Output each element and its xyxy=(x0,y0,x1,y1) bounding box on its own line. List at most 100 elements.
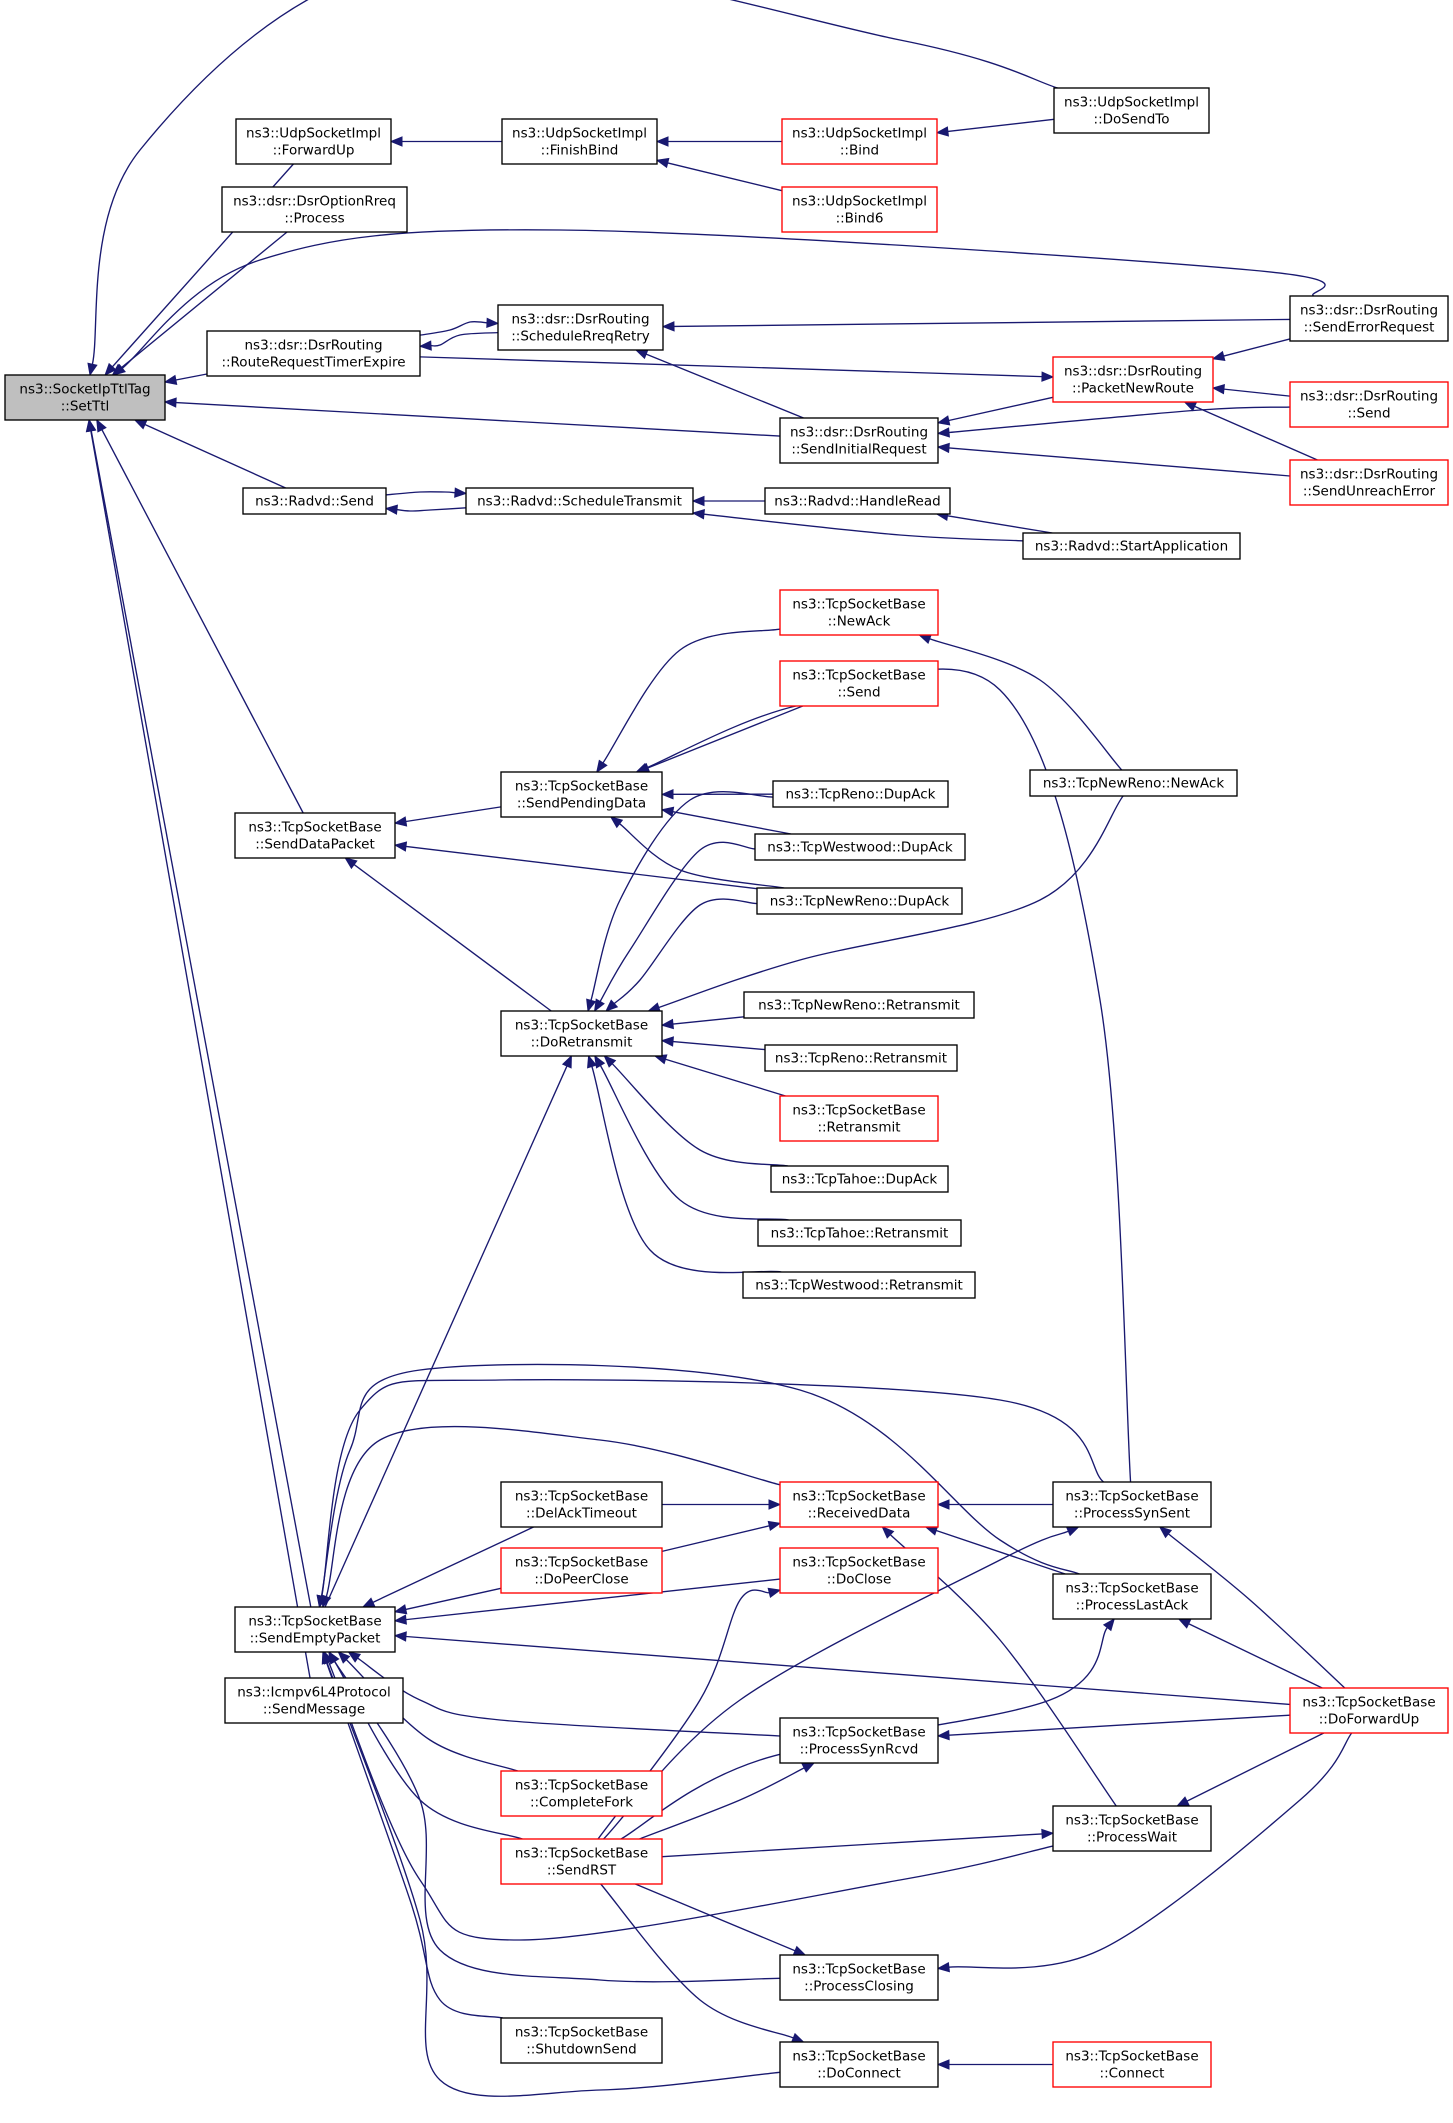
node-tsb-sdp[interactable]: ns3::TcpSocketBase::SendDataPacket xyxy=(234,812,396,859)
node-ww-dupack[interactable]: ns3::TcpWestwood::DupAck xyxy=(754,833,966,861)
node-tsb-srst[interactable]: ns3::TcpSocketBase::SendRST xyxy=(500,1838,663,1885)
node-box xyxy=(1052,1481,1212,1528)
edge-line xyxy=(929,638,1123,771)
node-tsb-pss[interactable]: ns3::TcpSocketBase::ProcessSynSent xyxy=(1052,1481,1212,1528)
node-dsr-ser[interactable]: ns3::dsr::DsrRouting::SendErrorRequest xyxy=(1289,295,1449,342)
node-reno-dupack[interactable]: ns3::TcpReno::DupAck xyxy=(772,780,949,808)
node-icmp-sm[interactable]: ns3::Icmpv6L4Protocol::SendMessage xyxy=(224,1677,404,1724)
node-tsb-pla[interactable]: ns3::TcpSocketBase::ProcessLastAck xyxy=(1052,1573,1212,1620)
node-label: ns3::UdpSocketImpl xyxy=(792,194,927,210)
node-box xyxy=(742,1271,976,1299)
node-box xyxy=(1053,87,1210,134)
call-edge-reno_dupack-to-tsb_spd xyxy=(660,789,774,800)
node-dsr-pnr[interactable]: ns3::dsr::DsrRouting::PacketNewRoute xyxy=(1052,356,1214,403)
node-label: ::SendInitialRequest xyxy=(791,442,926,458)
edge-line xyxy=(703,513,1024,542)
node-label: ::Send xyxy=(1347,406,1390,422)
node-tsb-retr[interactable]: ns3::TcpSocketBase::Retransmit xyxy=(779,1095,939,1142)
edge-line xyxy=(591,1066,782,1274)
node-rad-send[interactable]: ns3::Radvd::Send xyxy=(242,487,387,515)
node-nr-retr[interactable]: ns3::TcpNewReno::Retransmit xyxy=(743,991,975,1019)
node-label: ns3::TcpTahoe::DupAck xyxy=(782,1172,938,1188)
edge-line xyxy=(948,1732,1353,1969)
node-tsb-dpc[interactable]: ns3::TcpSocketBase::DoPeerClose xyxy=(500,1547,663,1594)
edge-arrowhead xyxy=(418,340,432,351)
node-label: ns3::TcpSocketBase xyxy=(248,820,381,836)
node-box xyxy=(500,771,663,818)
node-tsb-pc[interactable]: ns3::TcpSocketBase::ProcessClosing xyxy=(779,1954,939,2001)
edge-arrowhead xyxy=(603,1055,617,1068)
edge-arrowhead xyxy=(936,1499,950,1510)
call-edge-tsb_dpc-to-tsb_sep xyxy=(393,1587,502,1615)
node-dsr-srr[interactable]: ns3::dsr::DsrRouting::ScheduleRreqRetry xyxy=(497,304,664,351)
edge-arrowhead xyxy=(935,126,949,137)
node-label: ns3::TcpSocketBase xyxy=(1065,2049,1198,2065)
node-tsb-cf[interactable]: ns3::TcpSocketBase::CompleteFork xyxy=(500,1770,663,1817)
edge-arrowhead xyxy=(801,1762,816,1773)
node-rad-st[interactable]: ns3::Radvd::ScheduleTransmit xyxy=(465,487,694,515)
node-label: ::PacketNewRoute xyxy=(1072,381,1194,397)
node-udp-bind[interactable]: ns3::UdpSocketImpl::Bind xyxy=(781,118,938,165)
node-tcpnr-newack[interactable]: ns3::TcpNewReno::NewAck xyxy=(1029,769,1238,797)
edge-arrowhead xyxy=(1183,401,1198,412)
node-tsb-con[interactable]: ns3::TcpSocketBase::Connect xyxy=(1052,2041,1212,2088)
node-label: ::SendUnreachError xyxy=(1303,484,1436,500)
edge-arrowhead xyxy=(393,816,408,827)
node-box xyxy=(779,589,939,636)
node-box xyxy=(779,417,939,464)
node-label: ::ScheduleRreqRetry xyxy=(511,329,650,345)
node-box xyxy=(221,186,408,233)
node-box xyxy=(4,374,166,421)
node-box xyxy=(779,1954,939,2001)
node-tsb-dc[interactable]: ns3::TcpSocketBase::DoClose xyxy=(779,1547,939,1594)
node-rad-sa[interactable]: ns3::Radvd::StartApplication xyxy=(1022,532,1241,560)
node-tsb-dcon[interactable]: ns3::TcpSocketBase::DoConnect xyxy=(779,2041,939,2088)
edge-line xyxy=(935,1529,1066,1575)
node-nr-dupack[interactable]: ns3::TcpNewReno::DupAck xyxy=(756,887,963,915)
node-label: ns3::dsr::DsrRouting xyxy=(511,312,649,328)
edge-arrowhead xyxy=(767,1520,782,1532)
node-tsb-rd[interactable]: ns3::TcpSocketBase::ReceivedData xyxy=(779,1481,939,1528)
node-tsb-dat[interactable]: ns3::TcpSocketBase::DelAckTimeout xyxy=(500,1481,663,1528)
node-dsr-send[interactable]: ns3::dsr::DsrRouting::Send xyxy=(1289,381,1449,428)
node-tsb-pw[interactable]: ns3::TcpSocketBase::ProcessWait xyxy=(1052,1805,1212,1852)
node-box xyxy=(206,330,421,377)
node-tsb-sep[interactable]: ns3::TcpSocketBase::SendEmptyPacket xyxy=(234,1606,396,1653)
node-tsb-send[interactable]: ns3::TcpSocketBase::Send xyxy=(779,660,939,707)
node-udp-send[interactable]: ns3::UdpSocketImpl::DoSendTo xyxy=(1053,87,1210,134)
node-tsb-dore[interactable]: ns3::TcpSocketBase::DoRetransmit xyxy=(500,1010,663,1057)
edge-line xyxy=(1223,388,1291,397)
edge-line xyxy=(599,841,756,1002)
node-dsr-sir[interactable]: ns3::dsr::DsrRouting::SendInitialRequest xyxy=(779,417,939,464)
edge-line xyxy=(635,1883,796,1952)
edge-line xyxy=(328,1661,1054,1941)
node-rad-hr[interactable]: ns3::Radvd::HandleRead xyxy=(764,487,951,515)
node-label: ns3::TcpSocketBase xyxy=(515,1489,648,1505)
edge-arrowhead xyxy=(337,1651,351,1664)
node-tsb-dfu[interactable]: ns3::TcpSocketBase::DoForwardUp xyxy=(1289,1687,1449,1734)
node-box xyxy=(1052,1805,1212,1852)
node-tsb-psr[interactable]: ns3::TcpSocketBase::ProcessSynRcvd xyxy=(779,1717,939,1764)
node-ww-retr[interactable]: ns3::TcpWestwood::Retransmit xyxy=(742,1271,976,1299)
edge-line xyxy=(619,823,785,889)
node-udp-fin[interactable]: ns3::UdpSocketImpl::FinishBind xyxy=(501,118,658,165)
node-tahoe-retr[interactable]: ns3::TcpTahoe::Retransmit xyxy=(757,1219,962,1247)
node-root[interactable]: ns3::SocketIpTtlTag::SetTtl xyxy=(4,374,166,421)
edge-line xyxy=(613,898,758,1005)
edge-arrowhead xyxy=(691,509,705,520)
node-tahoe-dupack[interactable]: ns3::TcpTahoe::DupAck xyxy=(770,1165,949,1193)
node-dsr-rrte[interactable]: ns3::dsr::DsrRouting::RouteRequestTimerE… xyxy=(206,330,421,377)
node-tsb-ss[interactable]: ns3::TcpSocketBase::ShutdownSend xyxy=(500,2017,663,2064)
node-reno-retr[interactable]: ns3::TcpReno::Retransmit xyxy=(764,1044,958,1072)
node-tsb-newack[interactable]: ns3::TcpSocketBase::NewAck xyxy=(779,589,939,636)
node-label: ns3::TcpSocketBase xyxy=(792,597,925,613)
node-dsr-rreq[interactable]: ns3::dsr::DsrOptionRreq::Process xyxy=(221,186,408,233)
node-dsr-sue[interactable]: ns3::dsr::DsrRouting::SendUnreachError xyxy=(1289,459,1449,506)
node-label: ::SendDataPacket xyxy=(255,837,375,853)
edge-arrowhead xyxy=(1211,384,1225,395)
edge-arrowhead xyxy=(454,487,468,498)
node-label: ns3::TcpNewReno::Retransmit xyxy=(758,998,960,1014)
node-tsb-spd[interactable]: ns3::TcpSocketBase::SendPendingData xyxy=(500,771,663,818)
node-udp-fwd[interactable]: ns3::UdpSocketImpl::ForwardUp xyxy=(235,118,392,165)
node-udp-bind6[interactable]: ns3::UdpSocketImpl::Bind6 xyxy=(781,186,938,233)
